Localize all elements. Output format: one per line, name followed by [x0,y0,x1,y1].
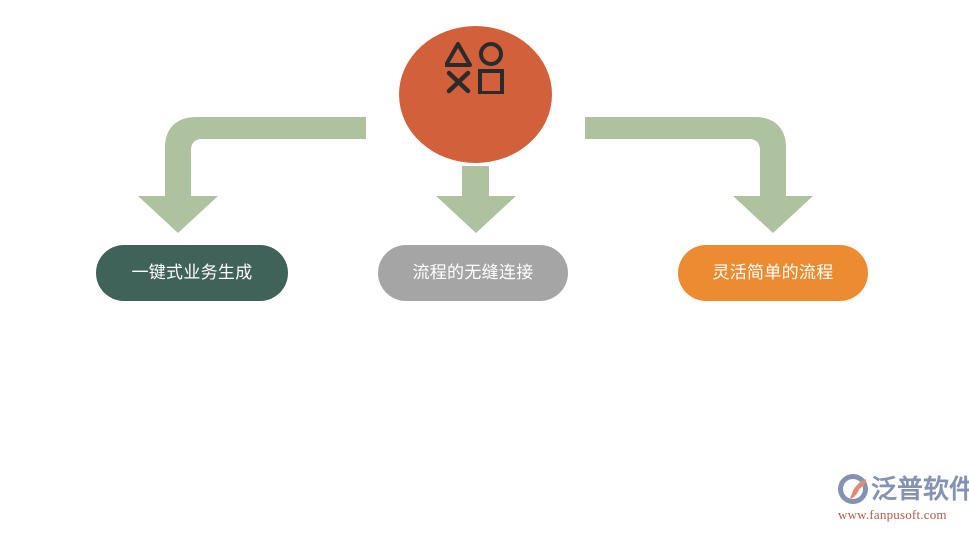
fanpu-logo-mark [838,474,868,504]
connector-left-arrow [138,117,366,233]
outcome-node-1-label: 一键式业务生成 [131,263,253,282]
outcome-node-2-label: 流程的无缝连接 [412,263,534,282]
outcome-node-1[interactable]: 一键式业务生成 [96,245,288,301]
hub-circle [399,26,552,163]
outcome-node-2[interactable]: 流程的无缝连接 [378,245,568,301]
outcome-node-3[interactable]: 灵活简单的流程 [678,245,868,301]
connector-right-arrow [585,117,813,233]
watermark-logo: 泛普软件 www.fanpusoft.com [836,470,969,528]
watermark-brand-text: 泛普软件 [871,474,969,504]
shapes-grid-icon [444,42,504,94]
connector-center-arrow [436,166,516,233]
watermark-url-text: www.fanpusoft.com [838,507,947,522]
watermark-brand-row: 泛普软件 [836,470,969,508]
outcome-node-3-label: 灵活简单的流程 [712,263,834,282]
